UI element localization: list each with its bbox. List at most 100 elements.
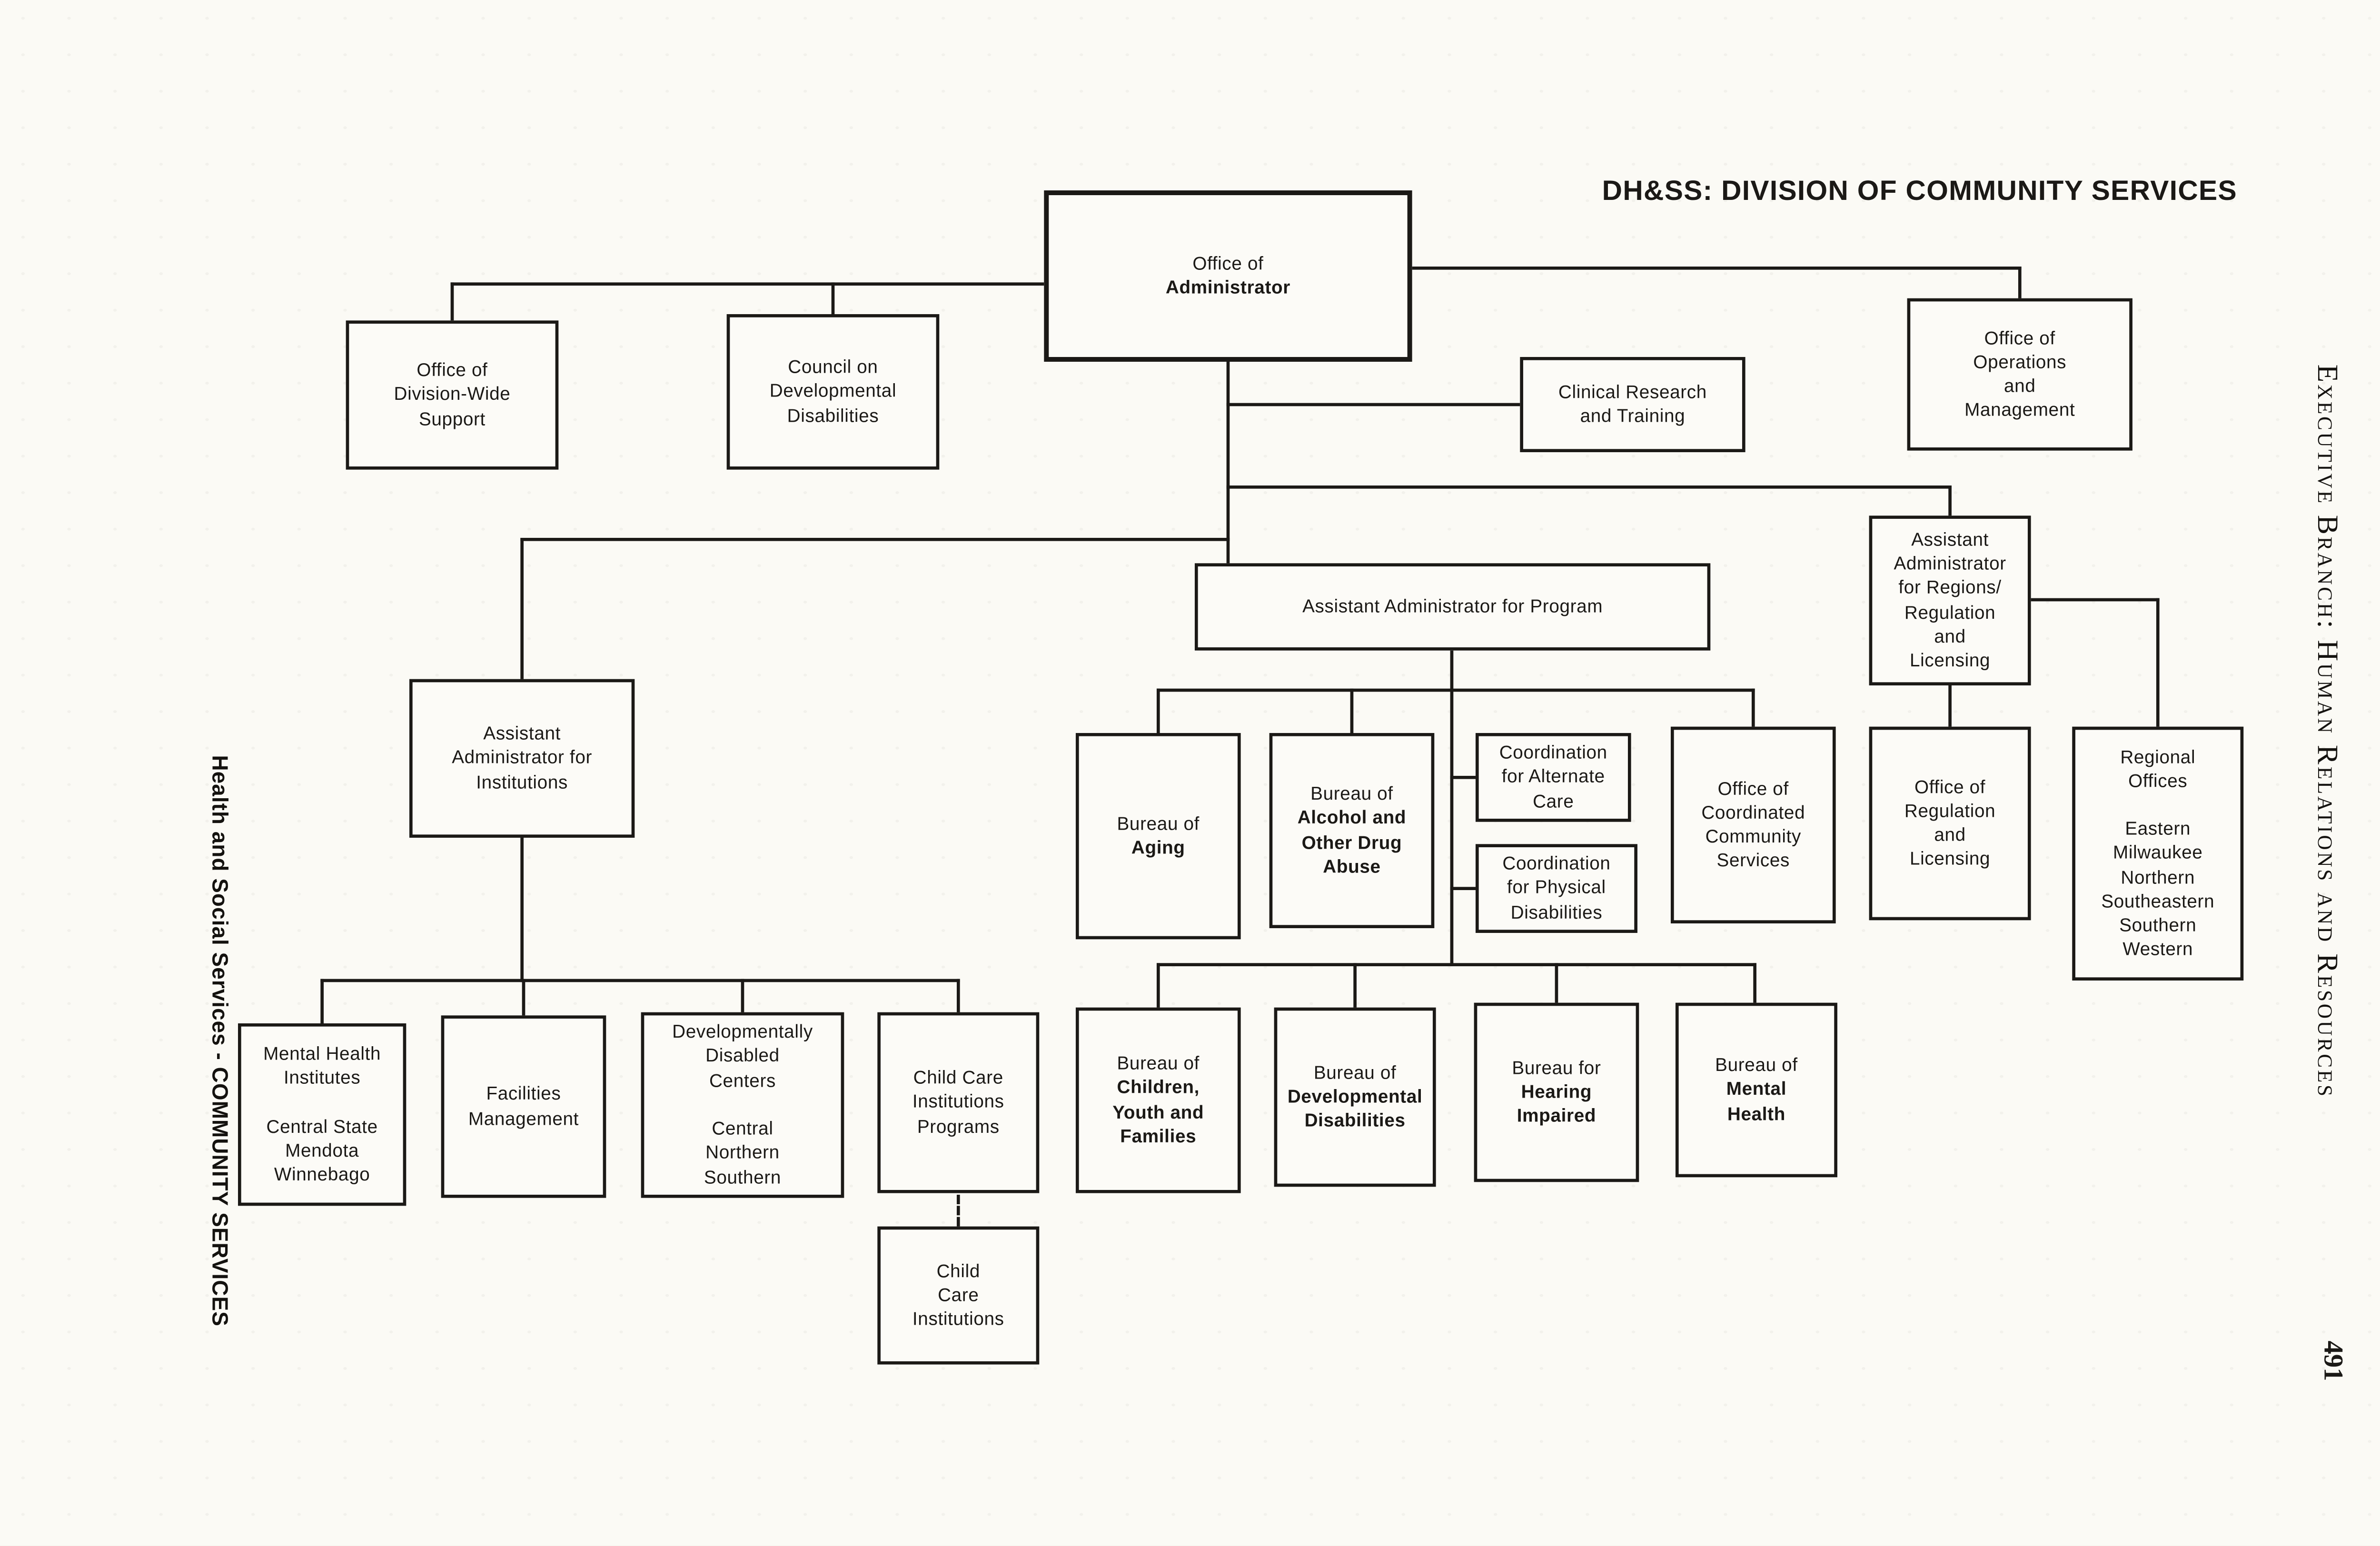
node-line: Centers [709, 1070, 776, 1091]
node-line: Assistant Administrator for Program [1302, 596, 1603, 617]
connector-line [1226, 485, 1952, 489]
connector-line [450, 282, 454, 321]
node-line: Office of [1717, 778, 1789, 799]
node-line: Alcohol and [1297, 808, 1407, 829]
node-line: Administrator [1165, 277, 1291, 298]
connector-line [741, 979, 744, 1014]
node-line: Services [1716, 851, 1790, 872]
node-line: Community [1705, 826, 1802, 847]
connector-line [1555, 963, 1558, 1004]
node-line: Developmental [1287, 1086, 1423, 1108]
node-line: Support [418, 408, 486, 429]
node-line: Operations [1973, 352, 2067, 373]
right-margin-label: Executive Branch: Human Relations and Re… [2310, 364, 2342, 1099]
connector-line [320, 979, 960, 982]
page-number: 491 [2318, 1340, 2349, 1381]
node-line: Impaired [1517, 1106, 1597, 1127]
page-title: DH&SS: DIVISION OF COMMUNITY SERVICES [1602, 174, 2237, 207]
node-line [319, 1090, 325, 1115]
node-line: Regulation [1904, 801, 1996, 822]
node-line: Disabled [705, 1046, 780, 1067]
connector-line [522, 979, 526, 1017]
connector-line [831, 282, 835, 314]
node-line: Bureau of [1313, 1062, 1397, 1083]
node-line: Disabilities [1304, 1110, 1406, 1131]
node-line: Care [1533, 791, 1574, 812]
node-line: Child Care [913, 1068, 1003, 1089]
node-line: Institutes [283, 1068, 361, 1089]
node-line: Licensing [1909, 849, 1991, 870]
node-line: Division-Wide [394, 384, 511, 406]
connector-line [1450, 775, 1478, 780]
node-line: for Alternate [1501, 767, 1605, 788]
node-line: Southern [2119, 915, 2197, 936]
connector-line [1753, 963, 1757, 1004]
connector-line [1156, 688, 1160, 735]
node-line: Milwaukee [2112, 843, 2203, 864]
node-line: Bureau of [1117, 1053, 1200, 1074]
node-line: Winnebago [274, 1164, 370, 1185]
node-line: for Physical [1507, 878, 1606, 899]
node-line: Offices [2128, 771, 2188, 792]
node-line: Families [1120, 1126, 1197, 1147]
node-line: Management [1964, 400, 2075, 421]
node-line: Children, [1117, 1078, 1200, 1099]
node-line: Office of [1192, 253, 1264, 274]
connector-line [2018, 266, 2022, 300]
node-line: Institutions [912, 1092, 1004, 1113]
connector-line [1353, 963, 1357, 1009]
connector-line [1156, 963, 1756, 967]
connector-line-dashed [956, 1194, 960, 1227]
node-line: Office of [416, 360, 488, 381]
node-line: Southern [704, 1167, 782, 1188]
connector-line [1450, 650, 1454, 966]
node-line: Disabilities [787, 405, 879, 426]
node-assistant-administrator-for-program: Assistant Administrator for Program [1194, 563, 1711, 651]
connector-line [520, 837, 524, 982]
node-line [740, 1093, 745, 1117]
node-line: Disabilities [1510, 902, 1603, 923]
node-line: Hearing [1521, 1081, 1592, 1103]
node-line: Northern [2121, 867, 2195, 888]
node-line: Abuse [1323, 856, 1381, 877]
node-line: Bureau for [1512, 1058, 1601, 1079]
node-line: Developmental [769, 381, 897, 402]
node-line: Assistant [1911, 529, 1989, 551]
node-line: Administrator for [452, 748, 593, 769]
node-line: and Training [1580, 406, 1686, 427]
node-line: Mental [1726, 1079, 1787, 1100]
node-line: Aging [1131, 837, 1185, 859]
connector-line [1156, 688, 1755, 692]
node-line: Administrator [1894, 554, 2006, 575]
node-line: Office of [1984, 327, 2055, 348]
connector-line [2156, 598, 2160, 728]
connector-line [1412, 266, 2022, 270]
node-line: Care [938, 1285, 979, 1306]
node-line: and [1934, 825, 1966, 846]
node-line: Bureau of [1310, 783, 1393, 805]
node-line: Office of [1914, 776, 1986, 798]
node-line: Child [936, 1260, 980, 1282]
node-office-of-administrator: Office of Administrator [1044, 190, 1412, 362]
node-line: Northern [705, 1142, 780, 1164]
node-line: Licensing [1909, 650, 1991, 671]
node-line: Coordinated [1701, 802, 1805, 823]
node-line: Coordination [1499, 743, 1607, 763]
node-line: Western [2122, 939, 2193, 961]
connector-line [1948, 485, 1952, 517]
node-line: Other Drug [1301, 832, 1402, 853]
